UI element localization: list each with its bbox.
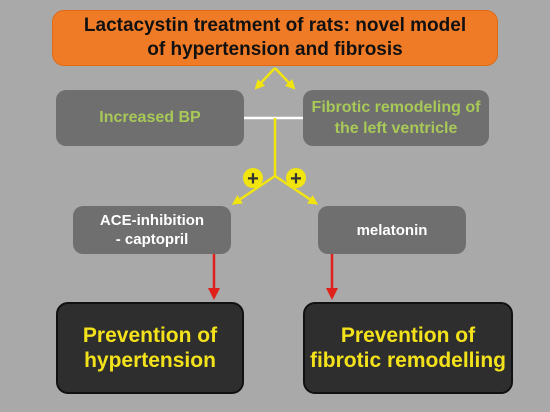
plus-sign-right: + bbox=[290, 168, 302, 190]
prevention-fibrotic-label: Prevention of fibrotic remodelling bbox=[309, 324, 506, 372]
title-box: Lactacystin treatment of rats: novel mod… bbox=[52, 10, 498, 66]
plus-badge-right: + bbox=[286, 168, 306, 190]
fibrotic-remodeling-box: Fibrotic remodeling of the left ventricl… bbox=[303, 90, 489, 146]
title-to-bp-arrow bbox=[254, 67, 276, 90]
prevention-hypertension-box: Prevention of hypertension bbox=[56, 302, 244, 394]
title-to-fibrotic-arrow bbox=[274, 67, 296, 90]
plus-badge-left: + bbox=[243, 168, 263, 190]
ace-inhibition-box: ACE-inhibition - captopril bbox=[73, 206, 231, 254]
melatonin-label: melatonin bbox=[356, 221, 428, 239]
prevention-hypertension-label: Prevention of hypertension bbox=[82, 324, 218, 372]
increased-bp-label: Increased BP bbox=[99, 109, 201, 126]
ace-inhibition-label: ACE-inhibition - captopril bbox=[99, 212, 205, 248]
increased-bp-box: Increased BP bbox=[56, 90, 244, 146]
melatonin-box: melatonin bbox=[318, 206, 466, 254]
fibrotic-remodeling-label: Fibrotic remodeling of the left ventricl… bbox=[311, 99, 481, 137]
title-text: Lactacystin treatment of rats: novel mod… bbox=[83, 15, 467, 60]
plus-sign-left: + bbox=[247, 168, 259, 190]
stem-to-melatonin-arrow bbox=[274, 174, 319, 205]
prevention-fibrotic-box: Prevention of fibrotic remodelling bbox=[303, 302, 513, 394]
stem-to-ace-arrow bbox=[231, 174, 276, 205]
